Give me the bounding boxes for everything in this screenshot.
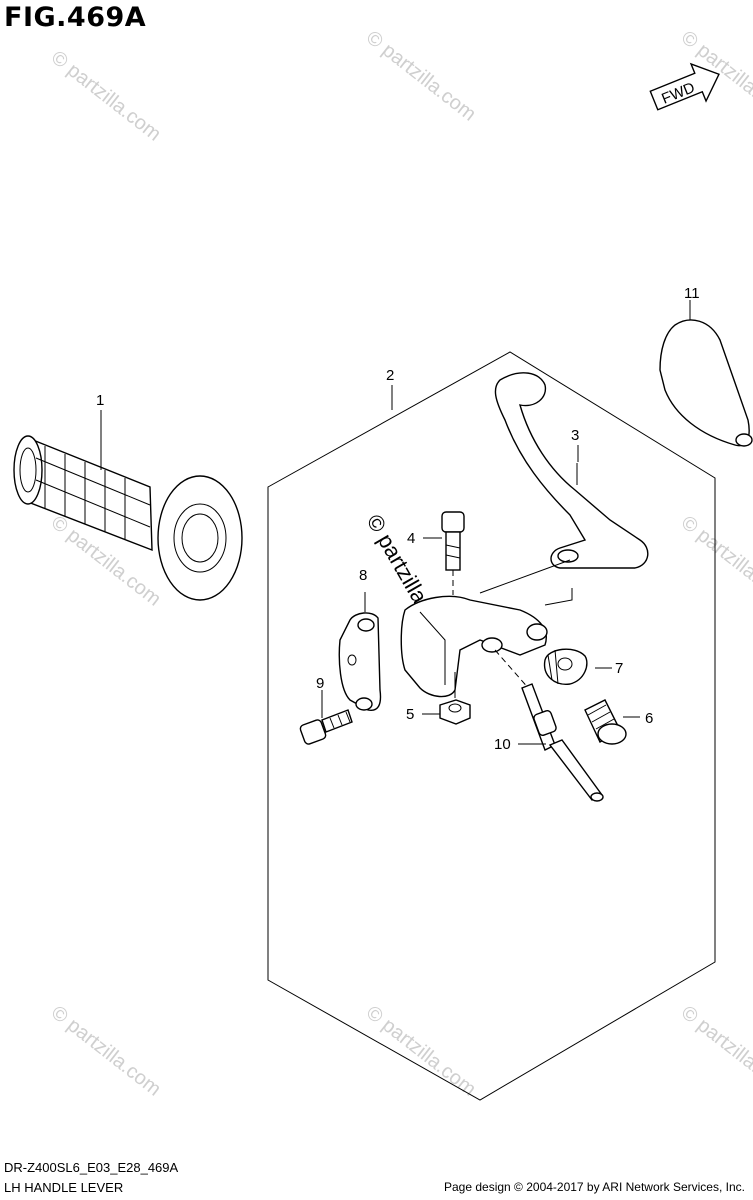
watermark: © partzilla.com [47,47,165,146]
callout-7: 7 [615,660,623,677]
figure-title: FIG.469A [4,2,147,33]
clamp-drawing [338,592,382,712]
grip-drawing [13,410,243,601]
parts-diagram: © partzilla.com © partzilla.com © partzi… [13,27,753,1101]
watermark: © partzilla.com [362,27,480,126]
model-code: DR-Z400SL6_E03_E28_469A [4,1160,179,1175]
callout-9: 9 [316,675,324,692]
clutch-cable-drawing [494,649,604,802]
pivot-bolt-drawing [441,511,465,595]
callout-1: 1 [96,392,104,409]
callout-5: 5 [406,706,414,723]
section-name: LH HANDLE LEVER [4,1180,124,1195]
lever-drawing [494,372,649,569]
callout-6: 6 [645,710,653,727]
watermark: © partzilla.com [677,1002,753,1101]
callout-10: 10 [494,736,511,753]
adjuster-bolt-drawing [584,699,627,745]
fwd-label: FWD [659,79,697,108]
clamp-bolt-drawing [299,690,353,745]
callout-4: 4 [407,530,415,547]
callout-2: 2 [386,367,394,384]
callout-3: 3 [571,427,579,444]
assembly-outline [267,351,716,1101]
page-credit: Page design © 2004-2017 by ARI Network S… [443,1180,745,1194]
callout-8: 8 [359,567,367,584]
watermark-group: © partzilla.com © partzilla.com © partzi… [47,27,753,1101]
adjuster-nut-drawing [543,648,588,685]
watermark: © partzilla.com [362,1002,480,1101]
nut-drawing [439,672,471,725]
watermark: © partzilla.com [47,1002,165,1101]
lever-cover-drawing [659,300,753,447]
lever-holder-drawing [400,559,573,698]
callout-11: 11 [684,285,700,302]
leader-lines [391,385,640,745]
